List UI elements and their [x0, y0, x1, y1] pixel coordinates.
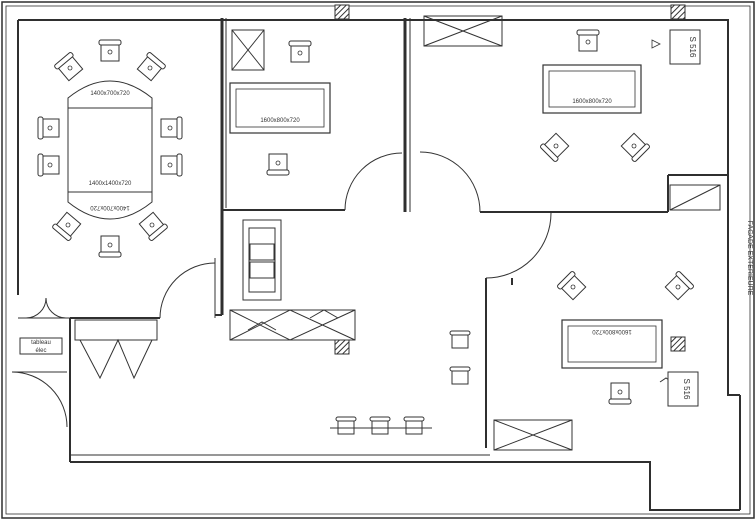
structural-columns — [334, 4, 686, 355]
panel-label-line2: élec — [35, 348, 46, 354]
meeting-oval-bottom-label: 1400x700x720 — [90, 204, 130, 210]
size-tag-upper: S 516 — [651, 29, 701, 65]
size-tag-lower-text: S 516 — [682, 379, 691, 400]
meeting-oval-top-label: 1400x700x720 — [90, 91, 130, 97]
office2-furniture — [423, 15, 721, 211]
electrical-panel: tableau élec — [19, 337, 63, 355]
panel-label-line1: tableau — [31, 340, 51, 346]
sofa — [242, 219, 282, 301]
desk-upper-right: 1600x800x720 — [542, 64, 642, 114]
size-tag-lower: S 516 — [667, 371, 699, 407]
low-shelf — [229, 309, 356, 341]
facade-label: FACADE EXTERIEURE — [746, 221, 753, 296]
storage-cabinet — [74, 319, 158, 380]
desk-lower-right-label: 1600x800x720 — [592, 328, 632, 334]
desk-lower-right: 1600x800x720 — [561, 319, 663, 369]
desk-upper-mid-label: 1600x800x720 — [260, 118, 300, 124]
waiting-seats — [330, 330, 471, 435]
meeting-table-label: 1400x1400x720 — [89, 181, 132, 187]
desk-upper-right-label: 1600x800x720 — [572, 99, 612, 105]
interior-walls — [18, 18, 728, 462]
door-swings — [11, 151, 552, 428]
meeting-table: 1400x700x720 1400x1400x720 1400x700x720 — [67, 80, 153, 220]
desk-upper-mid: 1600x800x720 — [229, 82, 331, 134]
office1-furniture — [231, 29, 312, 176]
size-tag-upper-text: S 516 — [688, 37, 697, 58]
